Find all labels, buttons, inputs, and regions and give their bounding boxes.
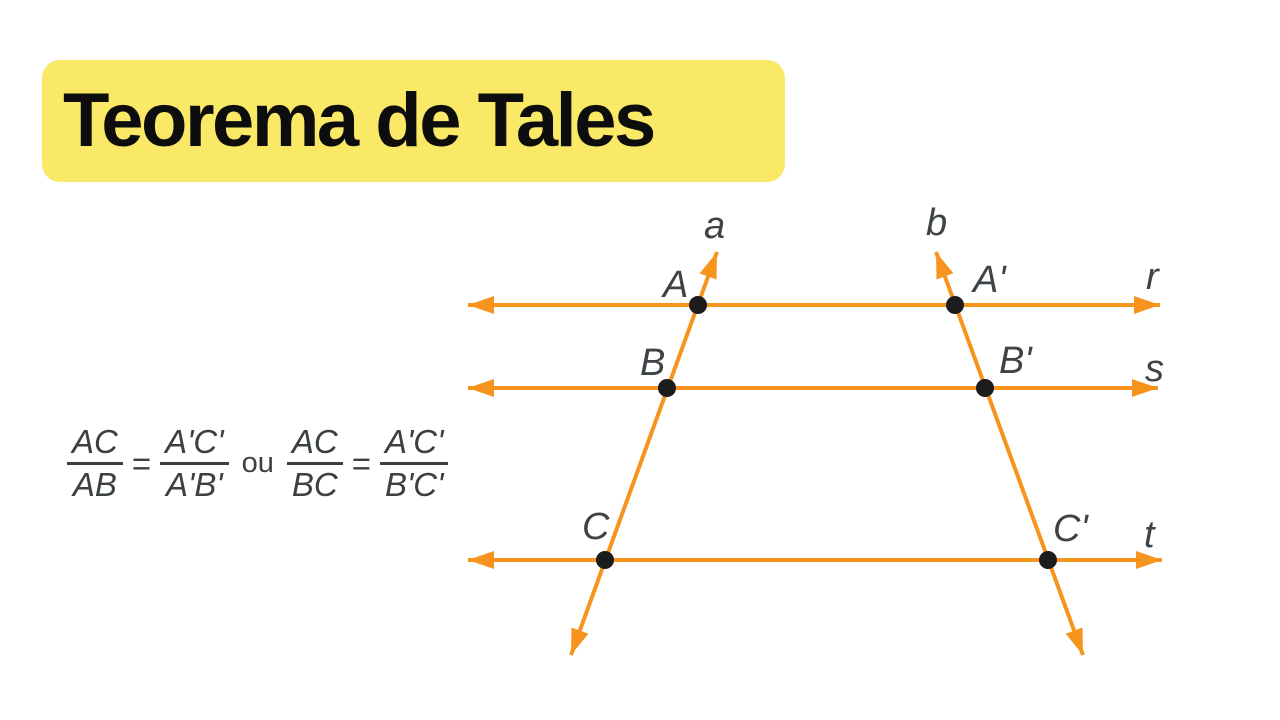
arrowhead-s-left bbox=[468, 379, 494, 397]
arrowhead-r-left bbox=[468, 296, 494, 314]
or-connector: ou bbox=[241, 447, 274, 479]
line-label-r: r bbox=[1146, 256, 1159, 298]
transversal-line-b bbox=[934, 251, 1085, 656]
fraction-denominator: BC bbox=[291, 466, 338, 503]
arrowhead-r-right bbox=[1134, 296, 1160, 314]
fraction-ac-bc: AC BC bbox=[286, 422, 343, 505]
fraction-apcp-apbp: A'C' A'B' bbox=[160, 422, 229, 505]
line-label-s: s bbox=[1145, 348, 1164, 390]
point-label-c: C bbox=[582, 506, 610, 548]
arrowhead-t-left bbox=[468, 551, 494, 569]
point-dot-c-prime bbox=[1039, 551, 1057, 569]
arrowhead-a-bottom bbox=[571, 627, 589, 655]
point-dot-b-prime bbox=[976, 379, 994, 397]
arrowhead-b-bottom bbox=[1065, 627, 1083, 655]
intersection-dots bbox=[596, 296, 1057, 569]
arrowhead-s-right bbox=[1132, 379, 1158, 397]
diagram-lines bbox=[468, 251, 1162, 656]
fraction-numerator: AC bbox=[67, 422, 123, 465]
point-dot-c bbox=[596, 551, 614, 569]
point-label-b-prime: B' bbox=[999, 340, 1032, 382]
arrowheads bbox=[468, 252, 1162, 655]
equals-sign: = bbox=[131, 445, 152, 482]
line-label-b: b bbox=[926, 202, 948, 244]
arrowhead-a-top bbox=[699, 252, 717, 280]
point-label-a: A bbox=[663, 264, 689, 306]
fraction-numerator: AC bbox=[286, 422, 343, 465]
fraction-denominator: A'B' bbox=[166, 466, 223, 503]
fraction-numerator: A'C' bbox=[379, 422, 449, 465]
page-title: Teorema de Tales bbox=[63, 78, 656, 163]
line-label-a: a bbox=[704, 205, 726, 247]
point-dot-b bbox=[658, 379, 676, 397]
point-label-a-prime: A' bbox=[973, 259, 1006, 301]
thales-formula: AC AB = A'C' A'B' ou AC BC = A'C' B'C' bbox=[60, 422, 455, 505]
equals-sign: = bbox=[351, 445, 371, 482]
point-dot-a bbox=[689, 296, 707, 314]
arrowhead-b-top bbox=[936, 252, 954, 280]
point-label-c-prime: C' bbox=[1053, 508, 1088, 550]
line-label-t: t bbox=[1144, 514, 1155, 556]
point-label-b: B bbox=[640, 342, 666, 384]
fraction-denominator: B'C' bbox=[384, 466, 444, 503]
point-dot-a-prime bbox=[946, 296, 964, 314]
transversal-line-a bbox=[569, 251, 719, 656]
title-highlight-box: Teorema de Tales bbox=[42, 60, 785, 182]
fraction-ac-ab: AC AB bbox=[67, 422, 123, 505]
fraction-denominator: AB bbox=[72, 466, 117, 503]
fraction-apcp-bpcp: A'C' B'C' bbox=[379, 422, 449, 505]
fraction-numerator: A'C' bbox=[160, 422, 229, 465]
arrowhead-t-right bbox=[1136, 551, 1162, 569]
